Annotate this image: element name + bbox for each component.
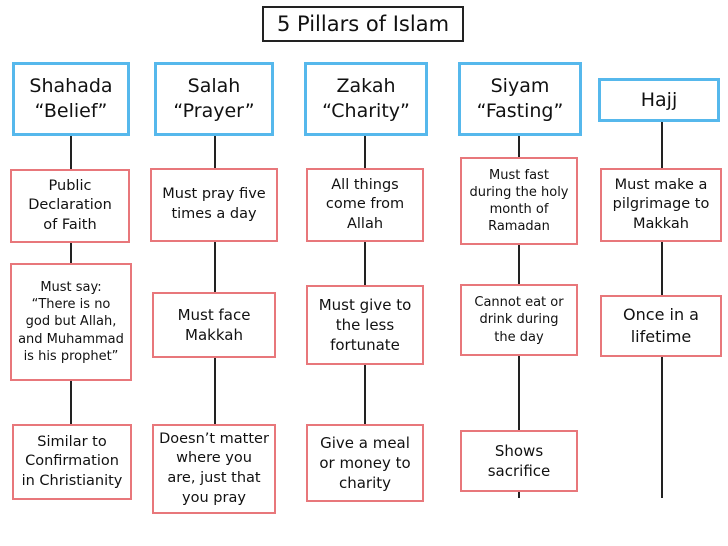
salah-box-1: Must pray five times a day — [150, 168, 278, 242]
shahada-box-2: Must say: “There is no god but Allah, an… — [10, 263, 132, 381]
page-title: 5 Pillars of Islam — [262, 6, 464, 42]
hajj-box-1: Must make a pilgrimage to Makkah — [600, 168, 722, 242]
salah-box-2: Must face Makkah — [152, 292, 276, 358]
pillar-heading-shahada: Shahada “Belief” — [12, 62, 130, 136]
pillar-heading-siyam: Siyam “Fasting” — [458, 62, 582, 136]
siyam-box-1: Must fast during the holy month of Ramad… — [460, 157, 578, 245]
shahada-box-1: Public Declaration of Faith — [10, 169, 130, 243]
zakah-box-3: Give a meal or money to charity — [306, 424, 424, 502]
salah-box-3: Doesn’t matter where you are, just that … — [152, 424, 276, 514]
pillar-heading-salah: Salah “Prayer” — [154, 62, 274, 136]
pillar-heading-zakah: Zakah “Charity” — [304, 62, 428, 136]
zakah-box-1: All things come from Allah — [306, 168, 424, 242]
shahada-box-3: Similar to Confirmation in Christianity — [12, 424, 132, 500]
hajj-box-2: Once in a lifetime — [600, 295, 722, 357]
siyam-box-2: Cannot eat or drink during the day — [460, 284, 578, 356]
pillar-heading-hajj: Hajj — [598, 78, 720, 122]
zakah-box-2: Must give to the less fortunate — [306, 285, 424, 365]
siyam-box-3: Shows sacrifice — [460, 430, 578, 492]
